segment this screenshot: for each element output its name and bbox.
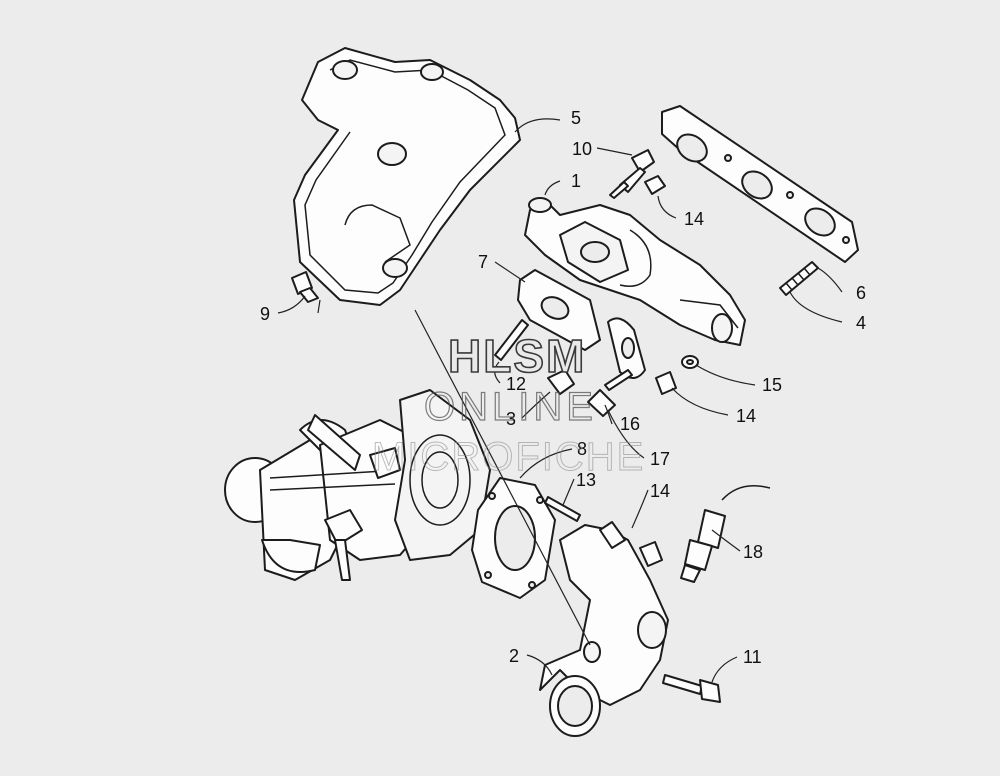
callout-5: 5 (571, 108, 581, 128)
bolt-17-part (587, 369, 633, 417)
watermark-line-2: ONLINE (424, 385, 597, 429)
turbocharger-part (224, 389, 491, 581)
callout-17: 17 (650, 449, 670, 469)
bolt-11-part (662, 674, 721, 703)
bolt-9-part (291, 271, 319, 303)
callout-8: 8 (577, 439, 587, 459)
callout-10: 10 (572, 139, 592, 159)
manifold-gasket-part (661, 105, 859, 263)
callout-13: 13 (576, 470, 596, 490)
alignment-line (414, 309, 591, 646)
watermark-line-1: HLSM (448, 330, 586, 382)
stud-13-part (544, 496, 581, 522)
gasket-8-part (471, 477, 556, 599)
nut-14-upper-part (644, 175, 666, 195)
exhaust-elbow-part (539, 521, 669, 737)
callout-18: 18 (743, 542, 763, 562)
gasket-7-part (517, 269, 601, 351)
nut-3-part (547, 369, 575, 395)
callout-11: 11 (743, 647, 762, 667)
callout-3: 3 (506, 409, 516, 429)
nut-14-lower-part (639, 541, 663, 567)
bolt-10-part (609, 149, 655, 199)
callout-labels: 5 10 1 14 7 6 9 4 12 15 14 3 16 8 17 13 … (260, 108, 866, 667)
heat-shield-part (293, 47, 521, 306)
callout-12: 12 (506, 374, 526, 394)
callout-6: 6 (856, 283, 866, 303)
callout-15: 15 (762, 375, 782, 395)
callout-16: 16 (620, 414, 640, 434)
callout-9: 9 (260, 304, 270, 324)
sensor-18-part (680, 485, 771, 583)
stud-12-part (494, 319, 529, 361)
callout-4: 4 (856, 313, 866, 333)
callout-14-upper: 14 (684, 209, 704, 229)
callout-1: 1 (571, 171, 581, 191)
leader-lines (277, 118, 843, 683)
gasket-16-part (607, 317, 646, 379)
exhaust-manifold-part (524, 197, 746, 346)
watermark: HLSM ONLINE MICROFICHE (372, 329, 645, 479)
callout-14-lower: 14 (650, 481, 670, 501)
callout-2: 2 (509, 646, 519, 666)
watermark-line-3: MICROFICHE (372, 435, 645, 479)
nut-14-middle-part (655, 371, 677, 395)
callout-14-middle: 14 (736, 406, 756, 426)
washer-15-part (681, 355, 699, 369)
stud-part (779, 261, 819, 296)
callout-7: 7 (478, 252, 488, 272)
